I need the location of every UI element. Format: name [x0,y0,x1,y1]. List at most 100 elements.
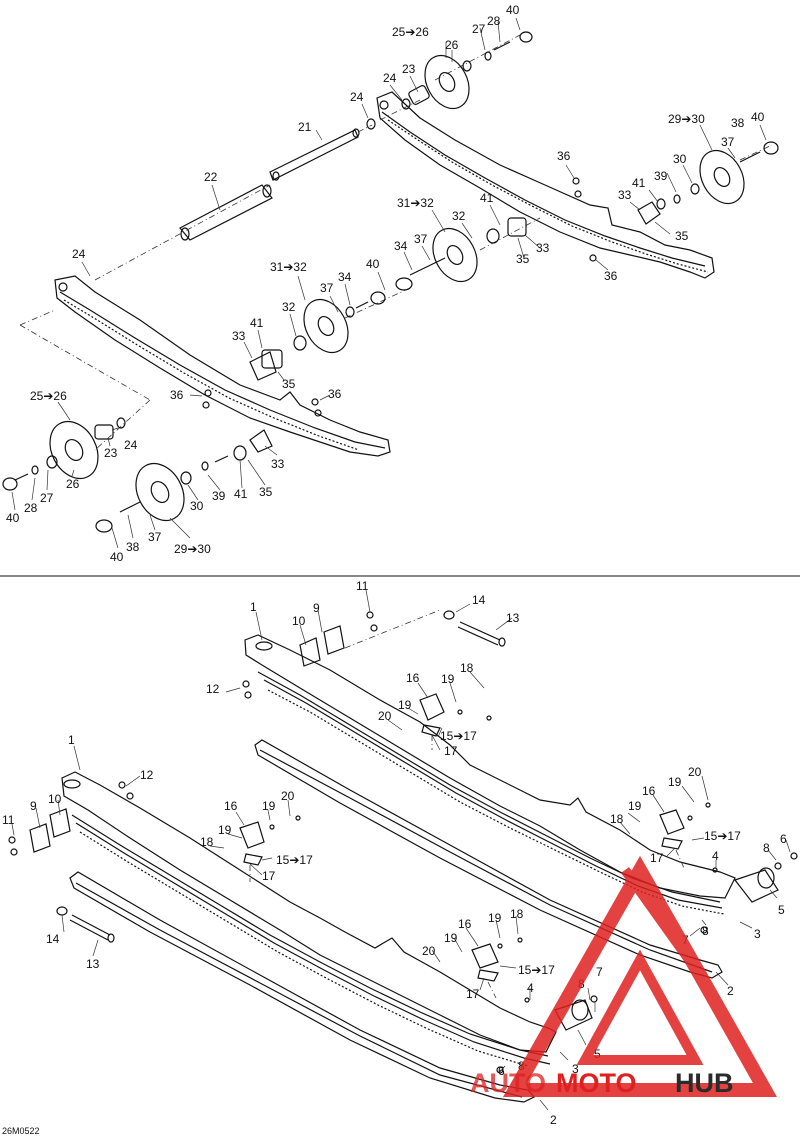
label-39-b: 39 [212,489,226,503]
label-15-17-c: 15➔17 [704,829,741,843]
label-21: 21 [298,120,312,134]
label-11-a: 11 [356,579,369,593]
label-23-a: 23 [402,62,416,76]
label-41-c: 41 [250,316,264,330]
label-10-b: 10 [48,792,62,806]
label-7-b: 7 [596,965,603,979]
label-18-d: 18 [510,907,524,921]
lower-axis-lines [249,609,685,999]
label-41-b: 41 [480,191,494,205]
label-13-a: 13 [506,611,520,625]
label-17-d: 17 [466,987,480,1001]
label-34-a: 34 [394,239,408,253]
label-16-b: 16 [224,799,238,813]
label-35-a: 35 [675,229,689,243]
label-19-b: 19 [398,698,412,712]
label-13-b: 13 [86,957,100,971]
label-26-b: 26 [66,477,80,491]
label-17-a: 17 [444,744,458,758]
label-40-b: 40 [751,110,765,124]
label-36-d: 36 [328,387,342,401]
lower-front-plates [29,625,345,853]
label-29-30-a: 29➔30 [668,112,705,126]
watermark-triangle-icon [502,855,777,1097]
label-24-d: 24 [124,438,138,452]
label-20-d: 20 [422,944,436,958]
label-24-c: 24 [72,247,86,261]
label-40-e: 40 [110,550,124,564]
label-26-a: 26 [445,38,459,52]
upper-wheel-left-low [2,417,126,491]
label-27-b: 27 [40,491,54,505]
label-3-b: 3 [572,1062,579,1076]
lower-back-slide [254,739,723,979]
watermark-brand-moto: MOTO [556,1068,637,1098]
label-5-b: 5 [594,1047,601,1061]
label-30-a: 30 [673,152,687,166]
label-1-b: 1 [68,733,75,747]
label-36-c: 36 [170,388,184,402]
label-16-c: 16 [642,784,656,798]
upper-bolts [202,177,597,417]
upper-leaders [11,17,767,549]
label-36-b: 36 [604,269,618,283]
label-17-b: 17 [262,869,276,883]
label-16-a: 16 [406,671,420,685]
label-14-a: 14 [472,593,486,607]
label-24-a: 24 [383,71,397,85]
upper-wheel-bottom [95,429,273,533]
lower-leaders [11,589,791,1111]
label-25-26-a: 25➔26 [392,25,429,39]
label-29-30-b: 29➔30 [174,542,211,556]
upper-wheel-right [637,141,779,225]
label-27-a: 27 [472,22,486,36]
label-31-32-a: 31➔32 [397,196,434,210]
label-28-b: 28 [24,501,38,515]
label-12-b: 12 [140,768,154,782]
label-40-a: 40 [506,3,520,17]
label-19-h: 19 [444,931,458,945]
label-19-e: 19 [668,775,682,789]
label-39-a: 39 [654,169,668,183]
label-2-b: 2 [550,1113,557,1127]
label-37-c: 37 [320,281,334,295]
label-8-b: 8 [702,924,709,938]
label-35-d: 35 [259,485,273,499]
label-9-b: 9 [30,799,37,813]
label-18-a: 18 [460,661,474,675]
label-14-b: 14 [46,932,60,946]
upper-wheel-top [366,31,533,130]
label-37-b: 37 [414,232,428,246]
label-38-a: 38 [731,116,745,130]
label-31-32-b: 31➔32 [270,260,307,274]
upper-wheel-middle [395,217,527,291]
label-4-b: 4 [527,981,534,995]
upper-wheel-left-middle [249,291,386,381]
label-33-b: 33 [536,241,550,255]
label-22: 22 [204,170,218,184]
upper-diagram [2,31,779,533]
lower-brackets [239,693,685,982]
label-20-a: 20 [378,709,392,723]
upper-shaft [179,128,360,241]
label-11-b: 11 [2,813,15,827]
label-37-d: 37 [148,530,162,544]
lower-back-rail [244,634,736,915]
label-23-b: 23 [104,446,118,460]
label-4-a: 4 [712,849,719,863]
label-1-a: 1 [250,600,257,614]
upper-right-rail [376,91,715,279]
label-36-a: 36 [557,149,571,163]
label-25-26-b: 25➔26 [30,389,67,403]
label-20-c: 20 [688,765,702,779]
label-3-a: 3 [754,927,761,941]
watermark-brand-hub: HUB [675,1068,734,1098]
label-37-a: 37 [721,135,735,149]
label-30-b: 30 [190,499,204,513]
label-17-c: 17 [650,851,664,865]
label-6-b: 6 [498,1064,505,1078]
label-40-d: 40 [6,511,20,525]
lower-front-rail [61,771,557,1067]
label-35-c: 35 [282,377,296,391]
upper-labels: 25➔26 26 27 28 40 24 23 24 21 22 24 29➔3… [6,3,765,564]
